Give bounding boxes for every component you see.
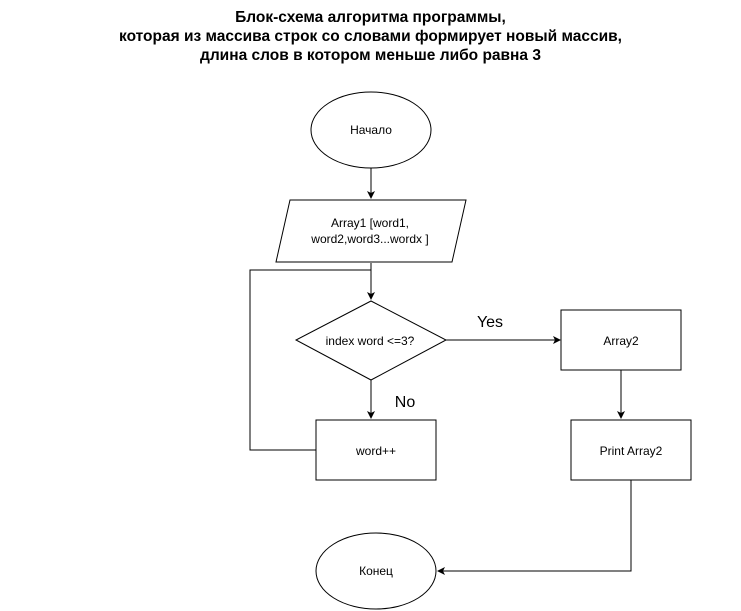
condition-node: index word <=3?	[294, 300, 448, 381]
array2-label: Array2	[603, 334, 639, 348]
title-line-3: длина слов в котором меньше либо равна 3	[200, 47, 541, 64]
input-parallelogram	[275, 199, 467, 263]
increment-label: word++	[355, 444, 396, 458]
condition-diamond	[294, 300, 448, 381]
end-node: Конец	[315, 532, 437, 610]
increment-box	[315, 419, 437, 481]
end-ellipse	[315, 532, 437, 610]
title-line-1: Блок-схема алгоритма программы,	[235, 9, 506, 26]
input-label-line-2: word2,word3...wordx ]	[310, 232, 428, 246]
start-ellipse	[310, 91, 432, 169]
title-line-2: которая из массива строк со словами форм…	[119, 28, 622, 45]
array2-node: Array2	[560, 309, 682, 371]
increment-node: word++	[315, 419, 437, 481]
print-label: Print Array2	[600, 444, 663, 458]
print-node: Print Array2	[570, 419, 692, 481]
start-node: Начало	[310, 91, 432, 169]
diagram-title: Блок-схема алгоритма программы, которая …	[0, 8, 741, 65]
print-box	[570, 419, 692, 481]
input-node: Array1 [word1, word2,word3...wordx ]	[275, 199, 467, 263]
edges	[249, 168, 632, 575]
end-label: Конец	[359, 564, 393, 578]
input-label-line-1: Array1 [word1,	[331, 216, 409, 230]
edge-increment-loop-back	[249, 269, 371, 451]
start-label: Начало	[350, 123, 392, 137]
array2-box	[560, 309, 682, 371]
edge-print-to-end	[437, 480, 632, 575]
condition-label: index word <=3?	[326, 334, 415, 348]
yes-label: Yes	[477, 314, 503, 331]
no-label: No	[395, 394, 416, 411]
